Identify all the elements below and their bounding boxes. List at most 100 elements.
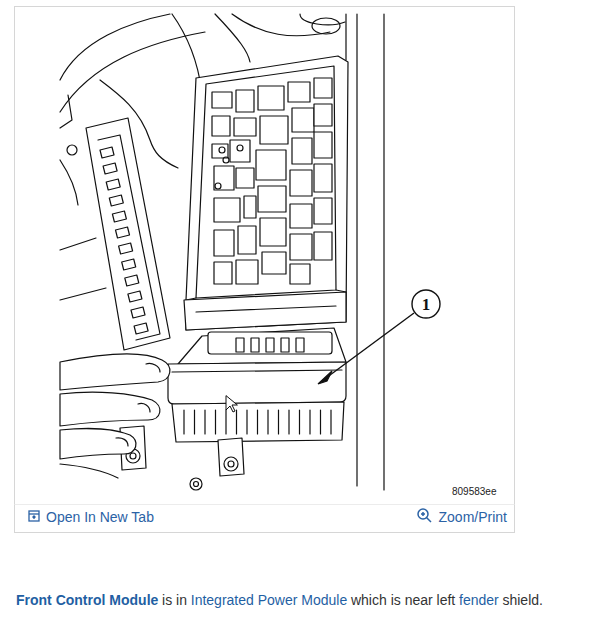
drawing-stroke — [314, 104, 332, 126]
drawing-stroke — [314, 164, 332, 192]
engine-bay-drawing — [60, 14, 384, 490]
drawing-stroke — [60, 160, 78, 205]
drawing-stroke — [60, 32, 205, 112]
drawing-stroke — [100, 147, 114, 158]
drawing-stroke — [236, 260, 258, 284]
drawing-stroke — [98, 135, 160, 340]
drawing-stroke — [236, 338, 244, 352]
drawing-stroke — [290, 264, 310, 284]
drawing-stroke — [60, 238, 96, 250]
drawing-stroke — [215, 183, 221, 189]
drawing-stroke — [225, 410, 226, 434]
drawing-stroke — [256, 150, 286, 180]
drawing-stroke — [314, 132, 332, 158]
drawing-stroke — [214, 166, 234, 190]
drawing-stroke — [290, 170, 312, 196]
drawing-stroke — [109, 195, 123, 206]
open-tab-icon — [29, 511, 39, 521]
body-text: is in — [162, 592, 187, 608]
drawing-stroke — [260, 116, 288, 144]
drawing-stroke — [258, 186, 286, 212]
drawing-stroke — [208, 332, 332, 354]
drawing-stroke — [236, 338, 304, 352]
drawing-stroke — [412, 290, 440, 318]
drawing-stroke — [128, 291, 142, 302]
drawing-stroke — [196, 306, 336, 312]
drawing-stroke — [288, 410, 289, 434]
drawing-stroke — [119, 243, 133, 254]
drawing-stroke — [183, 410, 184, 434]
link-text: Integrated Power Module — [191, 592, 347, 608]
drawing-stroke — [218, 438, 244, 476]
drawing-stroke — [230, 140, 250, 162]
drawing-stroke — [15, 7, 515, 533]
drawing-stroke — [122, 259, 136, 270]
drawing-stroke — [172, 370, 342, 372]
drawing-stroke — [86, 118, 170, 350]
drawing-stroke — [215, 410, 216, 434]
drawing-stroke — [232, 14, 330, 36]
drawing-stroke — [194, 410, 195, 434]
zoom-icon — [418, 509, 431, 522]
drawing-stroke — [67, 145, 77, 155]
drawing-stroke — [60, 464, 118, 478]
drawing-stroke — [212, 78, 332, 284]
drawing-stroke — [184, 292, 346, 330]
drawing-stroke — [312, 18, 340, 34]
drawing-stroke — [106, 179, 120, 190]
drawing-stroke — [29, 513, 39, 514]
drawing-stroke — [196, 66, 336, 298]
callout-leader — [318, 290, 440, 384]
callout-number: 1 — [422, 295, 431, 314]
drawing-stroke — [251, 338, 259, 352]
drawing-stroke — [314, 198, 332, 224]
drawing-stroke — [130, 453, 136, 459]
body-text: shield. — [502, 592, 542, 608]
drawing-stroke — [100, 147, 148, 334]
drawing-stroke — [194, 482, 199, 487]
drawing-stroke — [60, 95, 72, 128]
drawing-stroke — [214, 230, 234, 256]
drawing-stroke — [134, 323, 148, 334]
drawing-stroke — [314, 78, 332, 98]
drawing-stroke — [214, 262, 232, 284]
drawing-stroke — [204, 410, 205, 434]
drawing-stroke — [356, 14, 357, 486]
drawing-stroke — [267, 410, 268, 434]
drawing-stroke — [234, 118, 256, 136]
link-text: Zoom/Print — [439, 509, 507, 525]
drawing-stroke — [299, 410, 300, 434]
drawing-stroke — [172, 402, 344, 442]
drawing-stroke — [212, 92, 232, 108]
drawing-stroke — [266, 338, 274, 352]
drawing-stroke — [125, 275, 139, 286]
drawing-stroke — [116, 438, 128, 446]
drawing-stroke — [190, 478, 202, 490]
drawing-stroke — [219, 147, 225, 153]
drawing-stroke — [257, 410, 258, 434]
drawing-stroke — [60, 14, 170, 80]
drawing-stroke — [60, 354, 170, 390]
drawing-stroke — [236, 410, 237, 434]
drawing-stroke — [237, 145, 243, 151]
drawing-stroke — [281, 338, 289, 352]
drawing-stroke — [320, 410, 321, 434]
link-text: fender — [459, 592, 499, 608]
drawing-stroke — [318, 371, 332, 384]
drawing-stroke — [326, 313, 414, 378]
drawing-stroke — [60, 429, 136, 459]
figure-panel — [15, 7, 515, 533]
drawing-stroke — [238, 226, 256, 254]
drawing-stroke — [215, 14, 250, 62]
drawing-stroke — [103, 163, 117, 174]
drawing-stroke — [214, 198, 240, 222]
drawing-stroke — [223, 157, 229, 163]
drawing-stroke — [116, 227, 130, 238]
drawing-stroke — [60, 392, 160, 426]
drawing-stroke — [244, 196, 256, 218]
drawing-stroke — [228, 461, 234, 467]
drawing-stroke — [292, 138, 312, 164]
drawing-stroke — [260, 218, 286, 246]
drawing-stroke — [236, 90, 254, 112]
drawing-stroke — [258, 86, 284, 110]
